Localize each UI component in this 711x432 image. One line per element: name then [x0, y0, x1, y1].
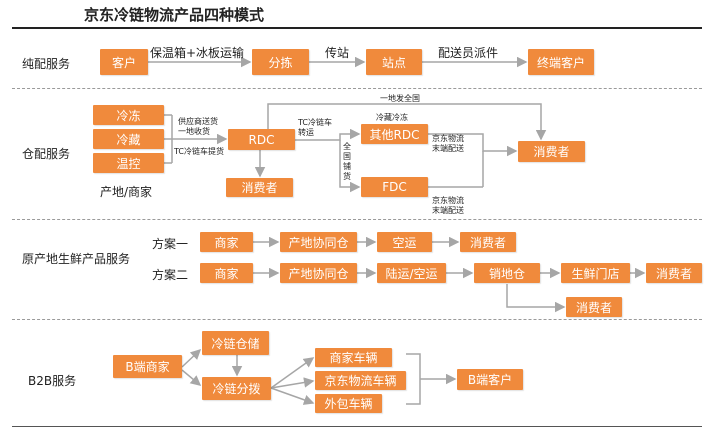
- node-merchant-vehicle: 商家车辆: [315, 348, 392, 367]
- edge-label-national-1: 全: [343, 142, 351, 151]
- edge-label-tc-pickup: TC冷链车提货: [174, 147, 225, 156]
- title-underline: [12, 27, 702, 29]
- node-b-customer: B端客户: [457, 369, 523, 390]
- p1-node-origin-warehouse: 产地协同仓: [280, 232, 357, 252]
- p2-node-fresh-store: 生鲜门店: [561, 263, 630, 283]
- p2-node-sales-warehouse: 销地仓: [474, 263, 540, 283]
- p1-node-air-transport: 空运: [377, 232, 432, 252]
- edge-label-nationwide: 一地发全国: [380, 94, 420, 103]
- node-outsourced-vehicle: 外包车辆: [315, 394, 382, 413]
- node-frozen: 冷冻: [93, 105, 164, 125]
- plan-1-label: 方案一: [152, 237, 189, 251]
- section-label-pure-delivery: 纯配服务: [22, 57, 71, 71]
- node-consumer-b: 消费者: [518, 141, 585, 162]
- edge-label-jd-last-mile-1b: 末端配送: [432, 144, 464, 153]
- edge-label-national-2: 国: [343, 152, 351, 161]
- node-jd-vehicle: 京东物流车辆: [315, 371, 406, 390]
- node-other-rdc: 其他RDC: [361, 124, 428, 144]
- node-end-customer: 终端客户: [528, 49, 594, 75]
- p1-node-merchant: 商家: [200, 232, 253, 252]
- node-temp-control: 温控: [93, 153, 164, 173]
- p2-node-origin-warehouse: 产地协同仓: [280, 263, 357, 283]
- node-chilled: 冷藏: [93, 129, 164, 149]
- p2-node-merchant: 商家: [200, 263, 253, 283]
- edge-label-station-transfer: 传站: [325, 46, 350, 60]
- edge-label-national-3: 铺: [343, 162, 351, 171]
- node-customer: 客户: [100, 49, 148, 75]
- edge-label-jd-last-mile-2b: 末端配送: [432, 206, 464, 215]
- p2-node-land-air-transport: 陆运/空运: [377, 263, 446, 283]
- p2-node-consumer: 消费者: [646, 263, 702, 283]
- edge-label-national-4: 货: [343, 172, 351, 181]
- section-divider: [12, 319, 702, 320]
- plan-2-label: 方案二: [152, 268, 189, 282]
- section-divider: [12, 219, 702, 220]
- bottom-rule: [12, 426, 702, 427]
- p2-node-consumer-branch: 消费者: [566, 297, 622, 317]
- edge-label-tc-transfer-2: 转运: [298, 128, 314, 137]
- node-sorting: 分拣: [252, 49, 309, 75]
- node-station: 站点: [366, 49, 422, 75]
- section-divider: [12, 88, 702, 89]
- edge-label-jd-last-mile-2a: 京东物流: [432, 196, 464, 205]
- edge-label-jd-last-mile-1a: 京东物流: [432, 134, 464, 143]
- section-label-warehouse-delivery: 仓配服务: [22, 147, 71, 161]
- node-fdc: FDC: [361, 177, 428, 197]
- section-label-b2b: B2B服务: [28, 374, 77, 388]
- node-b-merchant: B端商家: [113, 355, 182, 378]
- edge-label-tc-transfer-1: TC冷链车: [298, 118, 333, 127]
- node-rdc: RDC: [228, 129, 295, 150]
- page-title: 京东冷链物流产品四种模式: [84, 6, 265, 24]
- node-cold-storage: 冷链仓储: [202, 331, 269, 355]
- p1-node-consumer: 消费者: [460, 232, 516, 252]
- edge-label-courier-delivery: 配送员派件: [438, 46, 499, 60]
- edge-label-supplier-delivery: 供应商送货: [178, 117, 218, 126]
- edge-label-single-receipt: 一地收货: [178, 127, 210, 136]
- section-label-origin-fresh: 原产地生鲜产品服务: [22, 252, 131, 266]
- node-consumer-a: 消费者: [226, 178, 293, 197]
- edge-label-cold-chain: 冷藏冷冻: [376, 113, 408, 122]
- origin-merchant-label: 产地/商家: [100, 185, 153, 199]
- edge-label-insulated-transport: 保温箱+冰板运输: [150, 46, 245, 60]
- node-cold-dispatch: 冷链分拨: [202, 377, 271, 400]
